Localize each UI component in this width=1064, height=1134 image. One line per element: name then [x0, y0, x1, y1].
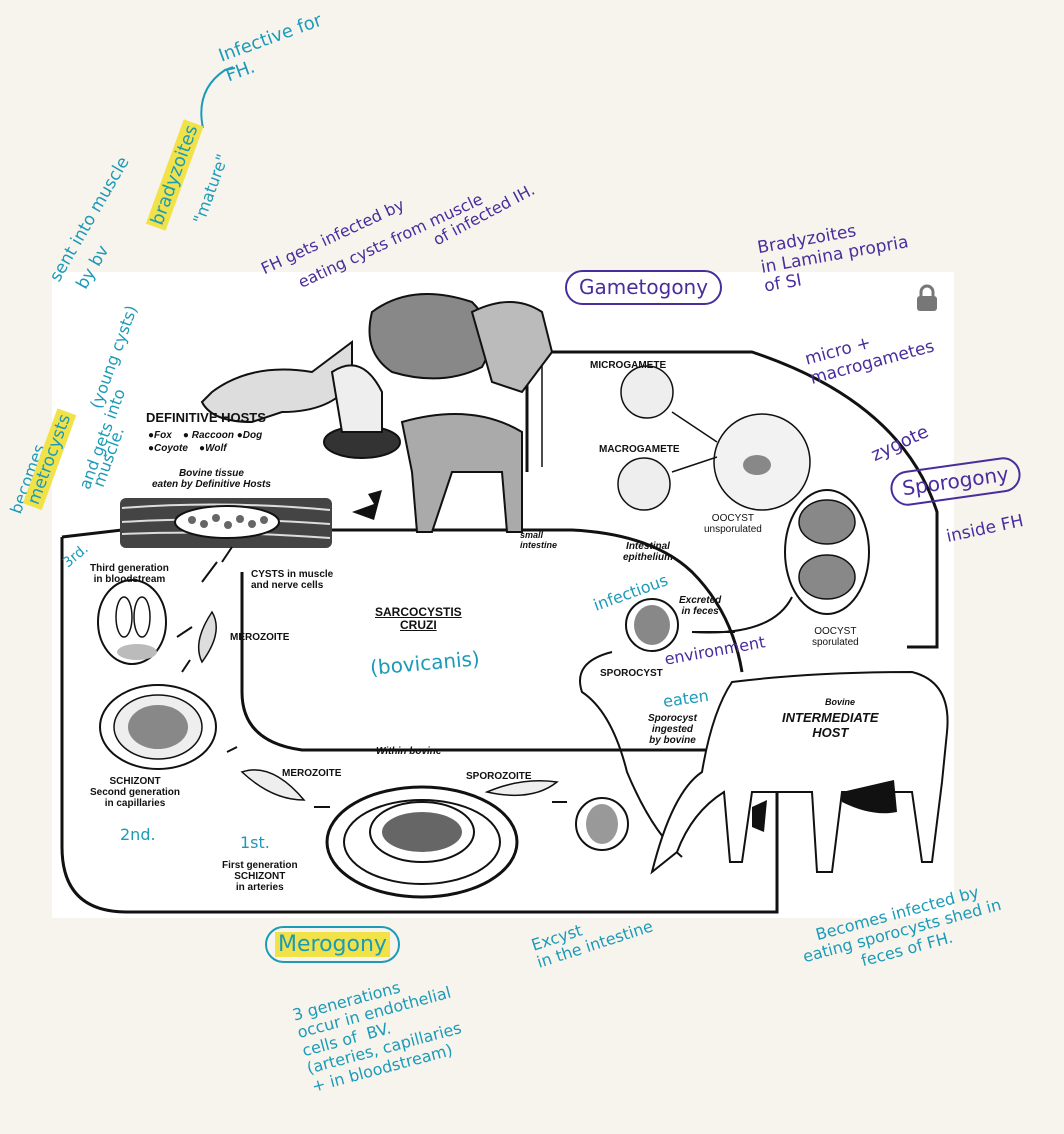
schizont-second-label: SCHIZONT Second generation in capillarie…: [90, 776, 181, 810]
small-intestine-label: small intestine: [520, 530, 558, 551]
lifecycle-diagram: [52, 272, 954, 918]
intermediate-host-label: INTERMEDIATE HOST: [782, 710, 879, 740]
schizont-first-label: First generation SCHIZONT in arteries: [222, 860, 298, 894]
bovine-tissue-label: Bovine tissue eaten by Definitive Hosts: [152, 468, 271, 491]
sporozoite-label: SPOROZOITE: [466, 771, 532, 782]
lock-icon: [914, 284, 940, 312]
bovine-intermediate-host: [650, 670, 949, 875]
merozoite-label-1: MEROZOITE: [230, 632, 290, 643]
note-second: 2nd.: [120, 825, 156, 844]
merozoite-spindle: [197, 610, 217, 664]
merozoite-label-2: MEROZOITE: [282, 768, 342, 779]
within-bovine-label: Within bovine: [376, 746, 442, 757]
bovine-muscle-tissue: [120, 498, 332, 548]
bovine-label: Bovine: [825, 697, 856, 707]
definitive-hosts-label: DEFINITIVE HOSTS: [146, 410, 266, 425]
host-list-1: ●Fox ● Raccoon ●Dog: [148, 430, 263, 441]
title-line-1: SARCOCYSTIS: [375, 605, 462, 619]
excreted-label: Excreted in feces: [679, 595, 722, 618]
lifecycle-drawing: [60, 293, 949, 914]
note-merogony: Merogony: [265, 926, 400, 964]
definitive-host-path: [525, 350, 939, 649]
oocyst-unsporulated-label: OOCYST unsporulated: [704, 513, 762, 536]
macrogamete: [617, 457, 671, 511]
within-bovine-path: [240, 572, 777, 752]
host-list-2: ●Coyote ●Wolf: [148, 443, 227, 454]
note-first: 1st.: [240, 833, 270, 852]
sporocyst-ingested-label: Sporocyst ingested by bovine: [648, 713, 697, 747]
merogony-highlight: Merogony: [275, 932, 390, 957]
note-gametogony: Gametogony: [565, 270, 723, 305]
arrow-infective: [200, 67, 236, 129]
microgamete-label: MICROGAMETE: [590, 360, 667, 371]
note-mature: "mature": [189, 151, 232, 227]
note-inside-fh: inside FH: [944, 511, 1026, 547]
definitive-host-animals: [200, 293, 554, 533]
title-line-2: CRUZI: [400, 618, 437, 633]
intestine-path: [332, 528, 744, 673]
outer-loop-path: [60, 537, 779, 914]
cysts-label: CYSTS in muscle and nerve cells: [251, 569, 334, 592]
microgamete: [620, 365, 674, 419]
macrogamete-label: MACROGAMETE: [599, 444, 680, 455]
note-three-generations: 3 generations occur in endothelial cells…: [290, 977, 464, 1096]
intestinal-epithelium-label: Intestinal epithelium: [623, 541, 674, 564]
oocyst-sporulated-label: OOCYST sporulated: [812, 626, 859, 649]
diagram-title: SARCOCYSTIS CRUZI: [375, 605, 462, 633]
third-generation-label: Third generation in bloodstream: [90, 563, 169, 586]
sporocyst-label: SPOROCYST: [600, 668, 663, 679]
